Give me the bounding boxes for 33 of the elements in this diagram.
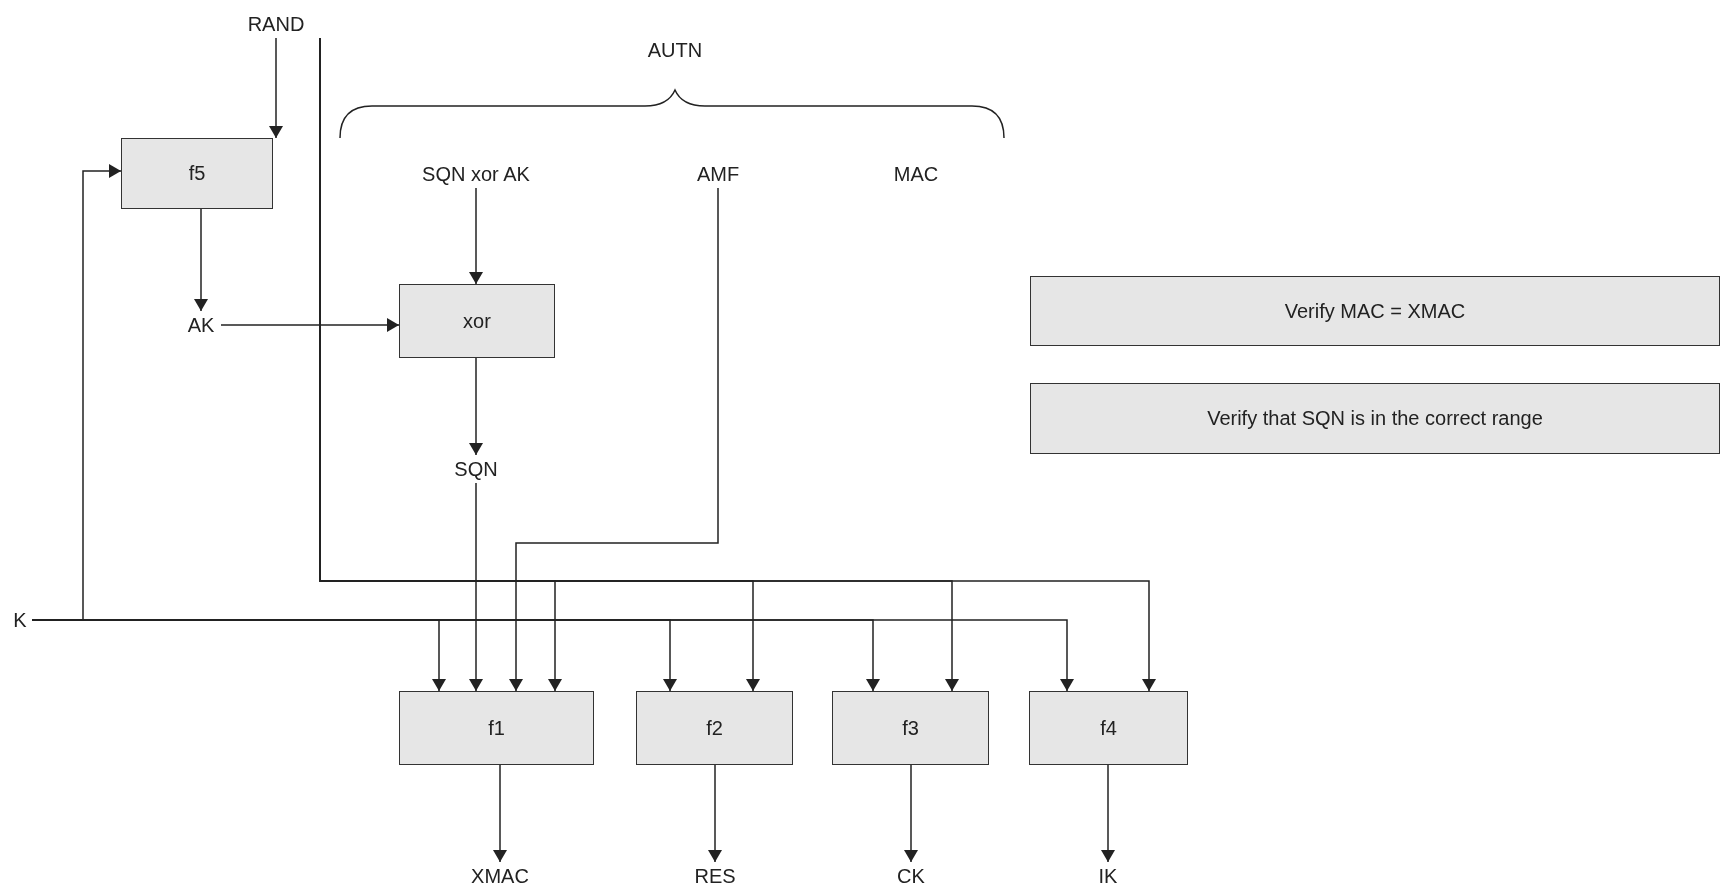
arrow [493, 764, 507, 863]
process-box: f5 [121, 138, 273, 209]
autn-label: AUTN [647, 37, 703, 63]
arrow [708, 764, 722, 863]
arrow [469, 482, 483, 692]
signal-label: CK [891, 862, 931, 890]
arrow [269, 37, 283, 139]
arrow [904, 764, 918, 863]
arrow [469, 357, 483, 456]
arrow [509, 187, 719, 692]
arrow [220, 318, 400, 332]
signal-label: RAND [244, 10, 308, 38]
signal-label: K [8, 606, 32, 634]
signal-label: SQN [449, 455, 503, 483]
process-box: f3 [832, 691, 989, 765]
process-box: Verify MAC = XMAC [1030, 276, 1720, 346]
arrow [319, 37, 1156, 692]
arrow [469, 187, 483, 285]
arrow [1101, 764, 1115, 863]
process-box: f4 [1029, 691, 1188, 765]
signal-label: XMAC [468, 862, 532, 890]
process-box: f1 [399, 691, 594, 765]
process-box: Verify that SQN is in the correct range [1030, 383, 1720, 454]
process-box: f2 [636, 691, 793, 765]
process-box: xor [399, 284, 555, 358]
signal-label: AMF [692, 160, 744, 188]
signal-label: SQN xor AK [414, 160, 538, 188]
arrow [194, 208, 208, 312]
signal-label: IK [1092, 862, 1124, 890]
signal-label: AK [181, 311, 221, 339]
arrow [31, 619, 1074, 692]
signal-label: RES [690, 862, 740, 890]
field-label: MAC [893, 161, 939, 187]
